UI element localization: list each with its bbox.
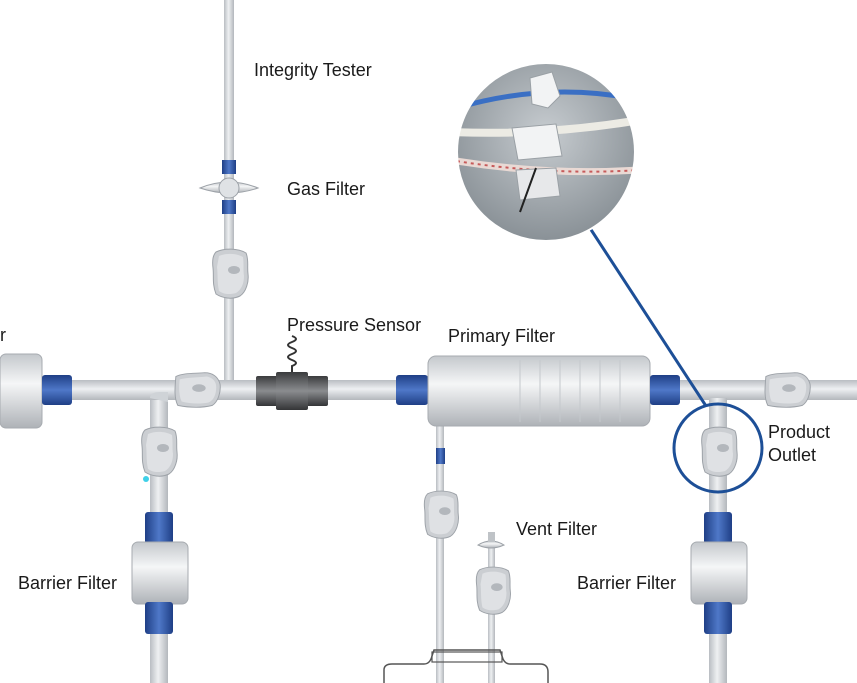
- gas-filter: [198, 160, 260, 214]
- left-filter-housing: [0, 353, 72, 429]
- label-gas-filter: Gas Filter: [287, 179, 366, 199]
- clamp-main-right[interactable]: [764, 372, 811, 408]
- clamp-gas-line[interactable]: [212, 248, 249, 299]
- label-product-outlet-line1: Product: [768, 422, 831, 442]
- tube-drain: [436, 415, 444, 683]
- label-product-outlet-line2: Outlet: [768, 445, 817, 465]
- clamp-drain-line[interactable]: [423, 490, 460, 539]
- barrier-filter-right-body: [690, 512, 748, 634]
- collection-bag-outline: [383, 649, 549, 683]
- tube-main-right: [650, 380, 857, 400]
- label-barrier-filter-left: Barrier Filter: [18, 573, 118, 593]
- barrier-filter-left-body: [131, 512, 189, 634]
- coil-spring-icon: [287, 335, 297, 372]
- tube-vent: [488, 548, 495, 683]
- clamp-vent-line[interactable]: [475, 566, 512, 615]
- callout-ring: [672, 402, 764, 494]
- clamp-product-outlet[interactable]: [701, 426, 738, 477]
- indicator-dot: [143, 476, 149, 482]
- clamp-left-branch[interactable]: [141, 426, 178, 477]
- tube-main-mid: [326, 380, 406, 400]
- vent-filter: [476, 532, 506, 549]
- zoom-inset-photo: [456, 62, 636, 242]
- label-pressure-sensor: Pressure Sensor: [287, 315, 422, 335]
- label-cut-off-fragment: r: [0, 325, 6, 345]
- pressure-sensor: [256, 335, 328, 410]
- label-vent-filter: Vent Filter: [516, 519, 598, 539]
- label-barrier-filter-right: Barrier Filter: [577, 573, 677, 593]
- label-primary-filter: Primary Filter: [448, 326, 555, 346]
- label-integrity-tester: Integrity Tester: [254, 60, 372, 80]
- callout-pointer: [584, 221, 708, 407]
- primary-filter: [396, 355, 680, 464]
- clamp-main-line[interactable]: [174, 372, 221, 408]
